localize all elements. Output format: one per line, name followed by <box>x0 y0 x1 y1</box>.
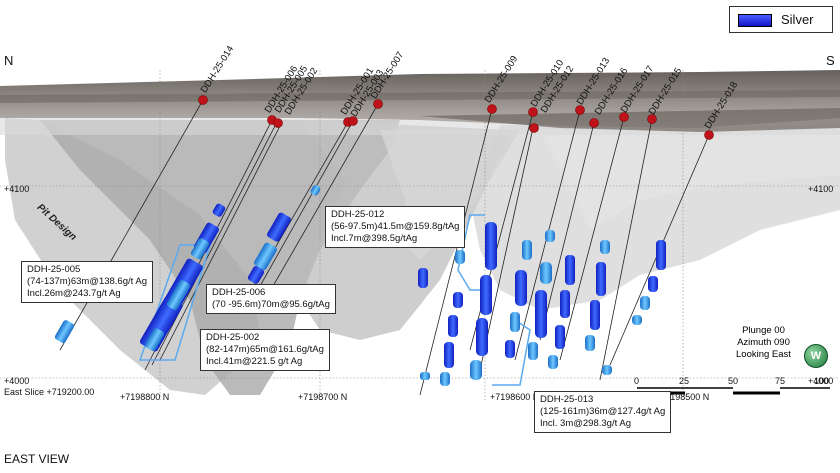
looking-label: Looking East <box>736 349 791 360</box>
east-slice-label: East Slice +719200.00 <box>4 387 95 397</box>
legend: Silver <box>729 6 833 33</box>
northing-7198500: +7198500 N <box>660 392 710 402</box>
callout-line: (56-97.5m)41.5m@159.8g/tAg <box>331 221 460 232</box>
callout-title: DDH-25-002 <box>206 332 260 343</box>
south-label: S <box>826 53 835 68</box>
callout-line: Incl.7m@398.5g/tAg <box>331 233 418 244</box>
silver-swatch <box>738 14 772 27</box>
callout-line: (125-161m)36m@127.4g/t Ag <box>540 406 666 417</box>
northing-7198800: +7198800 N <box>120 392 170 402</box>
elevation-4000-left: +4000 <box>4 376 30 386</box>
elevation-4000-right: +4000 <box>808 376 834 386</box>
callout-ddh-25-013: DDH-25-013 (125-161m)36m@127.4g/t Ag Inc… <box>534 391 672 433</box>
callout-line: (74-137m)63m@138.6g/t Ag <box>27 276 148 287</box>
orientation-info: Plunge 00 Azimuth 090 Looking East <box>736 325 791 361</box>
scale-tick-25: 25 <box>679 376 690 386</box>
callout-ddh-25-005: DDH-25-005 (74-137m)63m@138.6g/t Ag Incl… <box>21 261 154 303</box>
pit-design-shell <box>0 115 840 395</box>
scale-tick-75: 75 <box>775 376 786 386</box>
callout-line: (82-147m)65m@161.6g/tAg <box>206 344 324 355</box>
callout-line: Incl.26m@243.7g/t Ag <box>27 288 121 299</box>
topography-surface <box>0 70 840 132</box>
scale-tick-0: 0 <box>634 376 640 386</box>
orientation-globe-icon: W <box>804 344 828 368</box>
north-label: N <box>4 53 14 68</box>
northing-7198600: +7198600 N <box>490 392 540 402</box>
drillhole-traces <box>59 99 710 396</box>
callout-line: Incl. 3m@298.3g/t Ag <box>540 418 631 429</box>
silver-intercepts-left <box>54 185 321 352</box>
northing-7198700: +7198700 N <box>298 392 348 402</box>
legend-label: Silver <box>781 12 814 27</box>
view-label: EAST VIEW <box>4 452 70 466</box>
elevation-4100-left: +4100 <box>4 184 30 194</box>
callout-title: DDH-25-006 <box>212 287 266 298</box>
scale-tick-50: 50 <box>728 376 739 386</box>
plunge-label: Plunge 00 <box>742 325 785 336</box>
callout-title: DDH-25-012 <box>331 209 385 220</box>
callout-title: DDH-25-013 <box>540 394 594 405</box>
callout-ddh-25-012: DDH-25-012 (56-97.5m)41.5m@159.8g/tAg In… <box>325 206 466 248</box>
callout-ddh-25-002: DDH-25-002 (82-147m)65m@161.6g/tAg Incl.… <box>200 329 330 371</box>
callout-line: (70 -95.6m)70m@95.6g/tAg <box>212 299 330 310</box>
collar-markers <box>198 95 714 140</box>
callout-line: Incl.41m@221.5 g/t Ag <box>206 356 303 367</box>
elevation-4100-right: +4100 <box>808 184 834 194</box>
callout-ddh-25-006: DDH-25-006 (70 -95.6m)70m@95.6g/tAg <box>206 284 336 314</box>
callout-title: DDH-25-005 <box>27 264 81 275</box>
azimuth-label: Azimuth 090 <box>737 337 790 348</box>
scale-tick-100: 100 <box>814 376 830 386</box>
silver-intercepts-right <box>418 222 666 386</box>
